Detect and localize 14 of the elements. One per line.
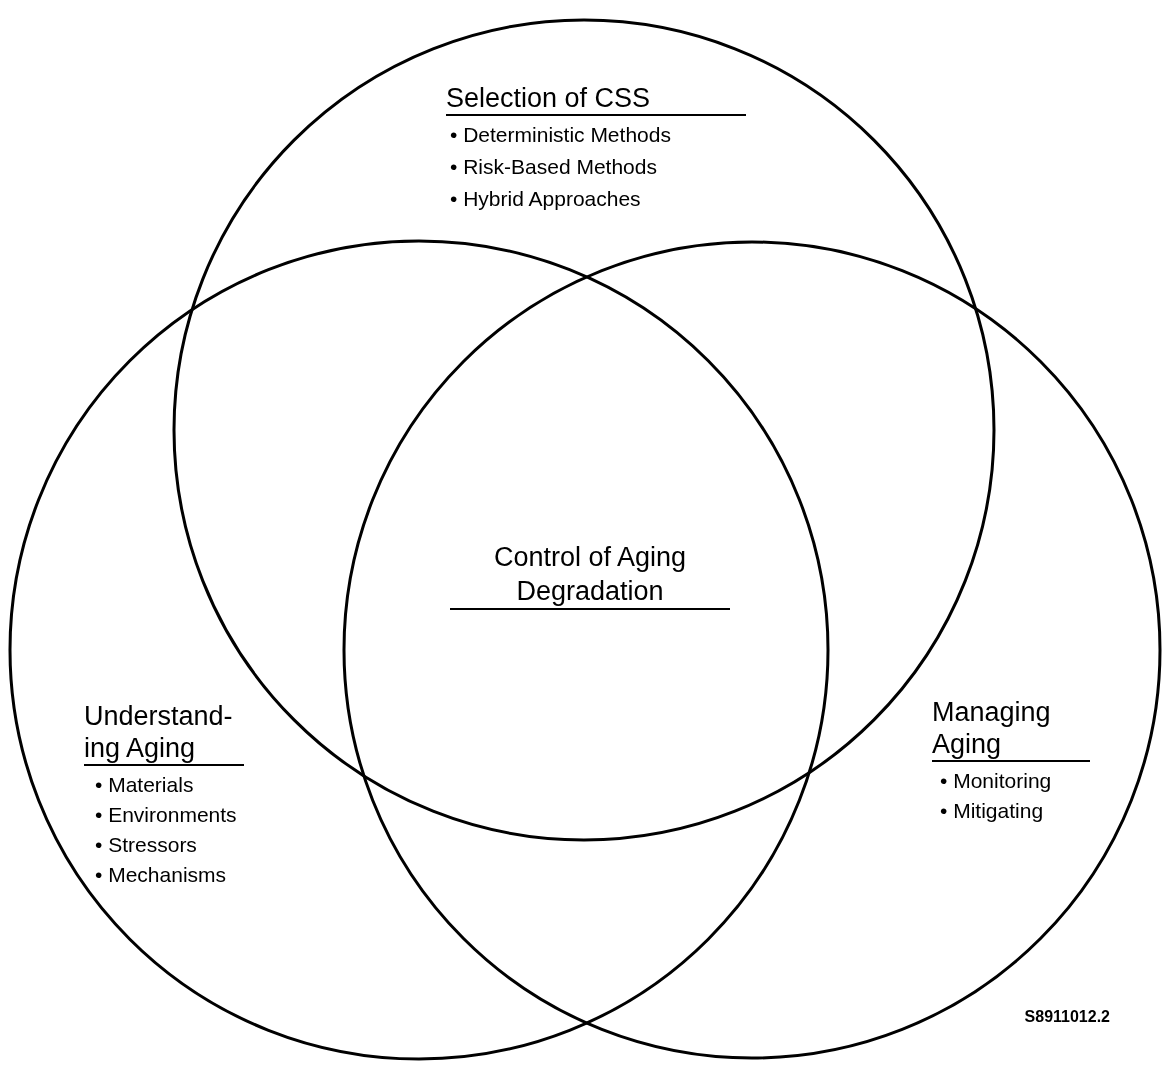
bullet-item: • Deterministic Methods xyxy=(450,122,671,148)
bullet-item: • Hybrid Approaches xyxy=(450,186,641,212)
bullet-item: • Risk-Based Methods xyxy=(450,154,657,180)
bullet-item: • Materials xyxy=(95,772,194,798)
document-number: S8911012.2 xyxy=(1023,1007,1110,1027)
circle-heading: Understand- ing Aging xyxy=(84,700,244,766)
circle-heading: Selection of CSS xyxy=(446,82,746,116)
bullet-item: • Stressors xyxy=(95,832,197,858)
bullet-item: • Mitigating xyxy=(940,798,1044,824)
circle-heading: Managing Aging xyxy=(932,696,1090,762)
bullet-item: • Environments xyxy=(95,802,237,828)
bullet-item: • Mechanisms xyxy=(95,862,227,888)
bullet-item: • Monitoring xyxy=(940,768,1052,794)
center-title: Control of Aging Degradation xyxy=(450,540,730,610)
